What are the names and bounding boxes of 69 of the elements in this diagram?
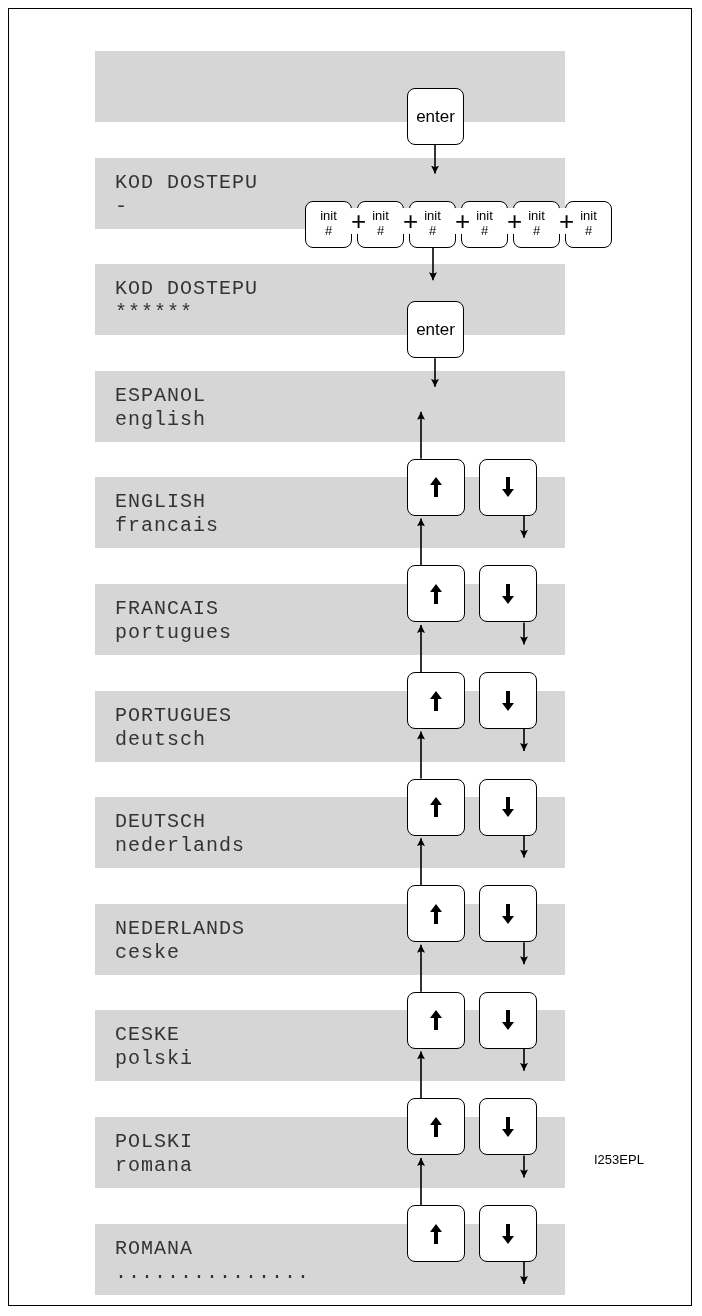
display-line: deutsch [115, 728, 206, 751]
keypad-key [479, 565, 537, 623]
keypad-key [479, 458, 537, 516]
display-line: CESKE [115, 1024, 180, 1047]
arrow [431, 357, 439, 388]
keypad-key [407, 991, 465, 1049]
keypad-key [407, 565, 465, 623]
display-line: nederlands [115, 835, 246, 858]
keypad-key: enter [407, 301, 464, 359]
keypad-key [407, 458, 465, 516]
arrow [520, 1154, 528, 1179]
keypad-key [407, 885, 465, 943]
display-screen [95, 264, 565, 336]
display-line: polski [115, 1048, 193, 1071]
keypad-key [479, 1205, 537, 1262]
keypad-key: enter [407, 88, 464, 145]
display-line: KOD DOSTEPU [115, 171, 259, 194]
arrow [417, 837, 425, 886]
display-line: ceske [115, 941, 180, 964]
display-line: ROMANA [115, 1237, 193, 1260]
arrow [520, 728, 528, 752]
keypad-key [407, 1098, 465, 1156]
keypad-key [479, 672, 537, 729]
arrow [417, 624, 425, 673]
arrow [417, 1157, 425, 1206]
display-line: english [115, 408, 206, 431]
display-line: ENGLISH [115, 491, 206, 514]
display-line: ............... [115, 1261, 311, 1284]
keypad-key [407, 672, 465, 729]
display-line: PORTUGUES [115, 704, 233, 727]
arrow [520, 515, 528, 539]
arrow [520, 1261, 528, 1285]
plus-sign: + [559, 207, 571, 234]
display-line: POLSKI [115, 1131, 193, 1153]
arrow [520, 621, 528, 646]
plus-sign: + [455, 207, 467, 234]
arrow [417, 411, 425, 460]
keypad-key [479, 1098, 537, 1156]
plus-sign: + [403, 207, 415, 234]
arrow [520, 1048, 528, 1072]
arrow [417, 517, 425, 567]
display-line: - [115, 195, 128, 218]
plus-sign: + [507, 207, 519, 234]
arrow [417, 1050, 425, 1100]
keypad-key [479, 778, 537, 836]
keypad-key [479, 885, 537, 943]
arrow [429, 246, 437, 281]
arrow [417, 730, 425, 780]
keypad-key [407, 778, 465, 836]
display-line: portugues [115, 622, 233, 644]
display-line: romana [115, 1155, 193, 1177]
display-line: ESPANOL [115, 384, 206, 407]
keypad-key: init # [305, 200, 352, 248]
display-line: KOD DOSTEPU [115, 278, 259, 301]
display-line: ****** [115, 302, 193, 325]
display-line: francais [115, 515, 219, 538]
display-screen [95, 51, 565, 122]
display-line: FRANCAIS [115, 598, 219, 620]
arrow [417, 944, 425, 993]
arrow [431, 144, 439, 175]
keypad-key [407, 1205, 465, 1262]
plus-sign: + [351, 207, 363, 234]
display-line: NEDERLANDS [115, 917, 246, 940]
arrow [520, 834, 528, 859]
display-screen [95, 370, 565, 442]
display-line: DEUTSCH [115, 811, 206, 834]
arrow [520, 941, 528, 965]
keypad-key [479, 991, 537, 1049]
figure-code: I253EPL [594, 1153, 644, 1166]
